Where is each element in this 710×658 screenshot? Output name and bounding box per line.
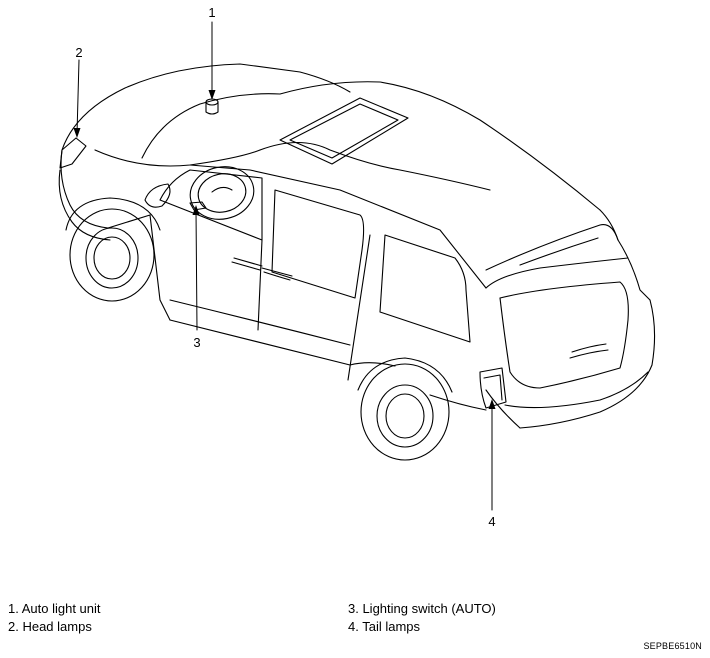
legend-right-column: 3. Lighting switch (AUTO) 4. Tail lamps: [348, 600, 496, 636]
legend-item-2: 2. Head lamps: [8, 619, 92, 634]
vehicle-body: [58, 63, 656, 429]
callout-2: 2: [75, 45, 82, 60]
leader-arrowheads: [73, 90, 496, 409]
head-lamp-component: [59, 137, 87, 169]
leader-line-3: [195, 209, 198, 331]
vehicle-diagram: 1 2 3 4: [58, 5, 656, 529]
arrow-2: [73, 128, 81, 138]
legend-left-column: 1. Auto light unit 2. Head lamps: [8, 600, 101, 636]
figure-code: SEPBE6510N: [643, 641, 702, 651]
legend-item-3: 3. Lighting switch (AUTO): [348, 601, 496, 616]
callout-4: 4: [488, 514, 495, 529]
leader-line-2: [76, 59, 80, 135]
rear-wheel: [357, 357, 453, 461]
front-wheel: [65, 197, 161, 302]
arrow-4: [488, 399, 496, 409]
callout-1: 1: [208, 5, 215, 20]
legend-item-4: 4. Tail lamps: [348, 619, 421, 634]
lighting-switch-component: [189, 201, 207, 211]
tail-lamp-component: [479, 367, 507, 409]
arrow-3: [192, 205, 200, 215]
leader-lines: [76, 21, 493, 511]
legend-item-1: 1. Auto light unit: [8, 601, 101, 616]
callout-3: 3: [193, 335, 200, 350]
arrow-1: [208, 90, 216, 100]
